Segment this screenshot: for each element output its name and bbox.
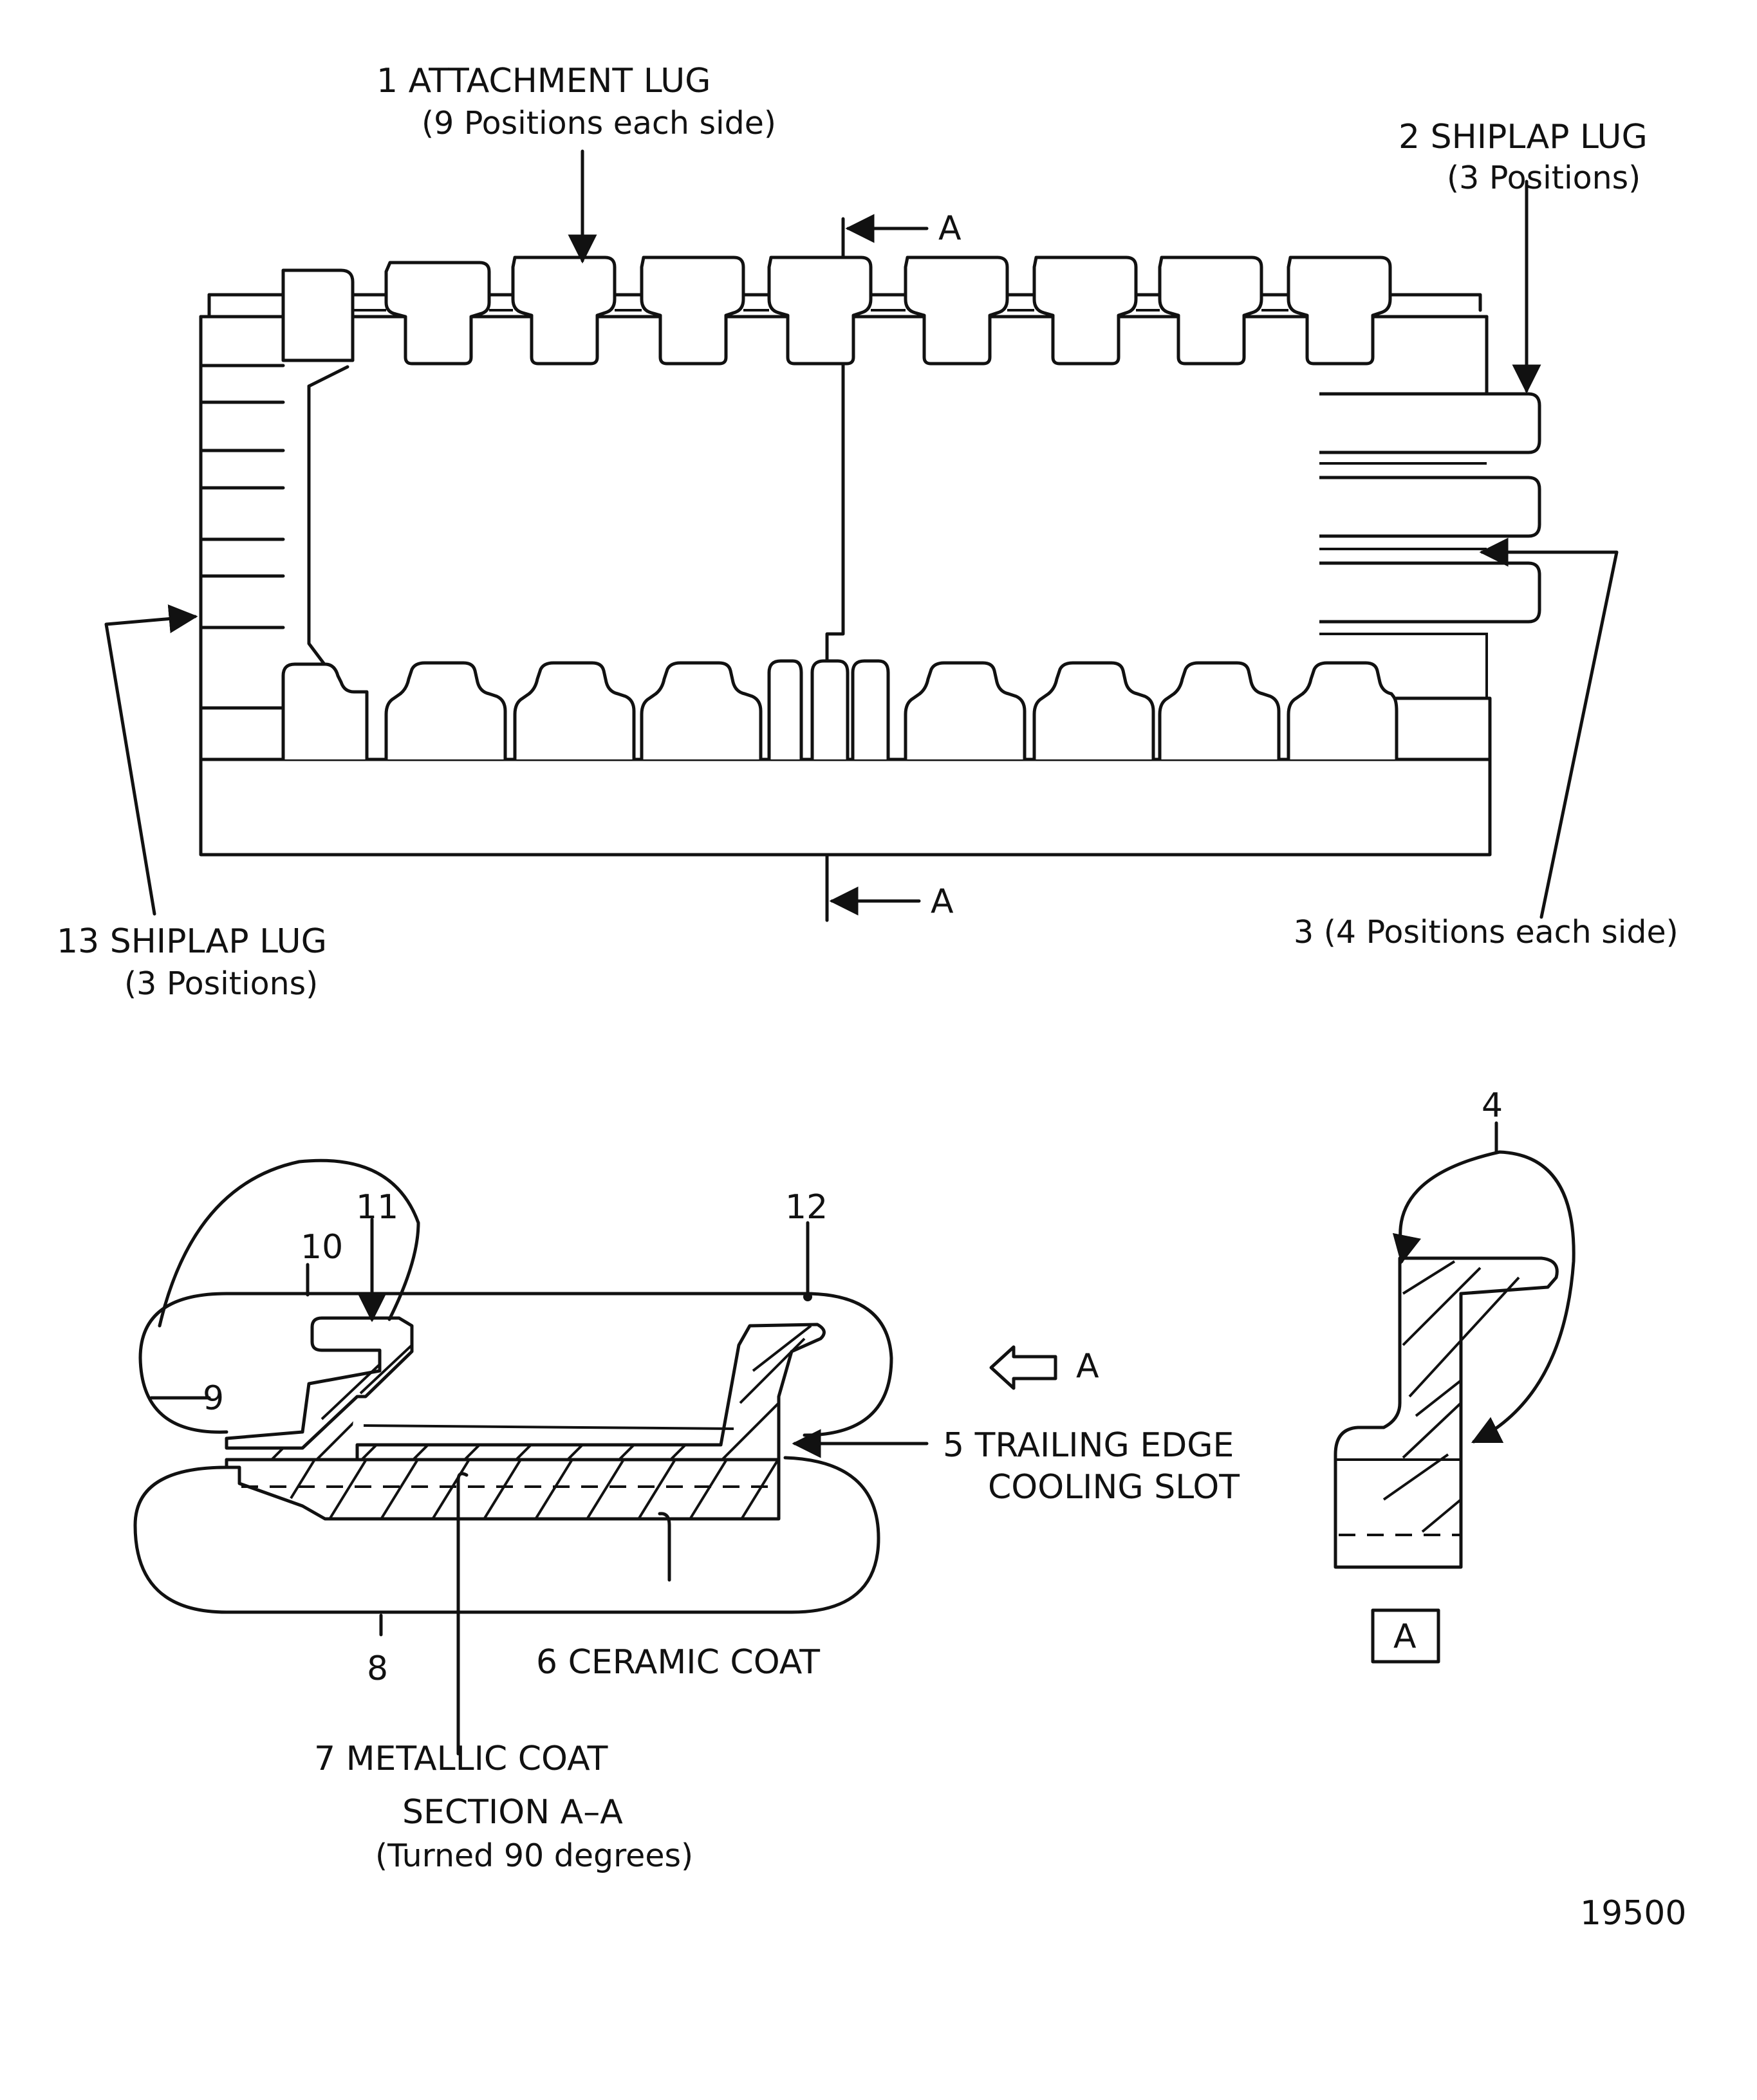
section-subtitle: (Turned 90 degrees) [375,1837,693,1874]
plan-view: A A [104,149,1619,922]
section-plate-and-flange [355,1323,826,1462]
detail-outline-hook [158,1158,420,1328]
top-lug-links [353,293,1288,311]
attachment-lug-top-5 [767,256,873,366]
right-bottom-block [1395,696,1492,761]
attachment-lug-bottom-7 [1032,661,1155,759]
attachment-lug-bottom-8 [1158,661,1281,759]
view-arrow-label: A [1076,1347,1099,1386]
leader-13 [104,604,198,916]
attachment-lug-bottom-5c [851,659,890,759]
callout-9: 9 [203,1379,224,1418]
inner-window-left [307,384,330,671]
callout-1-subtitle: (9 Positions each side) [422,105,776,142]
attachment-lug-top-4 [640,256,745,366]
view-a-detail [1334,1121,1576,1664]
callout-4: 4 [1482,1086,1503,1125]
inner-window-corner [307,365,349,388]
leader-6 [658,1512,671,1582]
callout-7: 7 METALLIC COAT [314,1740,608,1778]
leader-7 [456,1472,469,1756]
callout-10: 10 [301,1228,343,1267]
callout-5-title: 5 TRAILING EDGE [943,1426,1234,1465]
attachment-lug-bottom-3 [513,661,636,759]
view-direction-arrow [989,1345,1057,1390]
callout-2-title: 2 SHIPLAP LUG [1399,118,1648,156]
attachment-lug-top-1 [281,268,355,362]
attachment-lug-bottom-9 [1287,661,1399,759]
point-12 [803,1292,812,1301]
section-title: SECTION A–A [402,1793,623,1832]
detail-4-outline [1399,1150,1576,1444]
callout-12: 12 [785,1188,828,1227]
callout-2-subtitle: (3 Positions) [1447,160,1641,196]
shiplap-lug-middle [1319,476,1541,538]
attachment-lug-bottom-5a [767,659,803,759]
figure-number: 19500 [1580,1894,1686,1933]
callout-13-title: 13 SHIPLAP LUG [57,922,327,961]
callout-1-title: 1 ATTACHMENT LUG [376,62,711,100]
attachment-lug-top-2 [384,261,491,366]
attachment-lug-top-6 [904,256,1009,366]
detail-4-arrow-start [1392,1232,1422,1265]
left-shiplap-lug-divisions [199,364,285,629]
view-a-box-label: A [1393,1617,1417,1656]
detail-outline-upper [138,1292,893,1437]
shiplap-lug-lower [1319,561,1541,624]
view-a-hatch [1382,1260,1520,1533]
left-edge [199,293,211,760]
attachment-lug-top-8 [1158,256,1263,366]
bottom-rail [199,757,1492,857]
shiplap-lug-upper [1319,392,1541,454]
detail-outline-lower [133,1456,880,1614]
section-base-hatch [269,1460,779,1519]
attachment-lug-bottom-4 [640,661,763,759]
attachment-lug-bottom-5b [810,659,850,759]
callout-11: 11 [356,1188,398,1227]
callout-3: 3 (4 Positions each side) [1294,914,1678,951]
attachment-lug-bottom-1 [281,662,369,759]
attachment-lug-top-3 [511,256,617,366]
section-mark-top: A [938,209,962,248]
callout-5-subtitle: COOLING SLOT [988,1468,1240,1507]
callout-6: 6 CERAMIC COAT [536,1643,820,1682]
attachment-lug-top-9 [1287,256,1392,366]
section-mark-bottom: A [931,882,954,921]
cooling-slots [1319,462,1488,698]
left-bottom-block [199,706,285,761]
section-hook-9-10-11 [225,1316,414,1450]
view-a-box [1371,1608,1440,1664]
callout-8: 8 [367,1649,388,1688]
attachment-lug-bottom-2 [384,661,507,759]
leader-3 [1479,537,1619,919]
cooling-slot-line [363,1424,734,1430]
attachment-lug-top-7 [1032,256,1138,366]
attachment-lug-bottom-6 [904,661,1027,759]
section-flange-hatch [321,1324,812,1420]
view-a-profile [1334,1256,1559,1569]
callout-13-subtitle: (3 Positions) [124,965,318,1002]
